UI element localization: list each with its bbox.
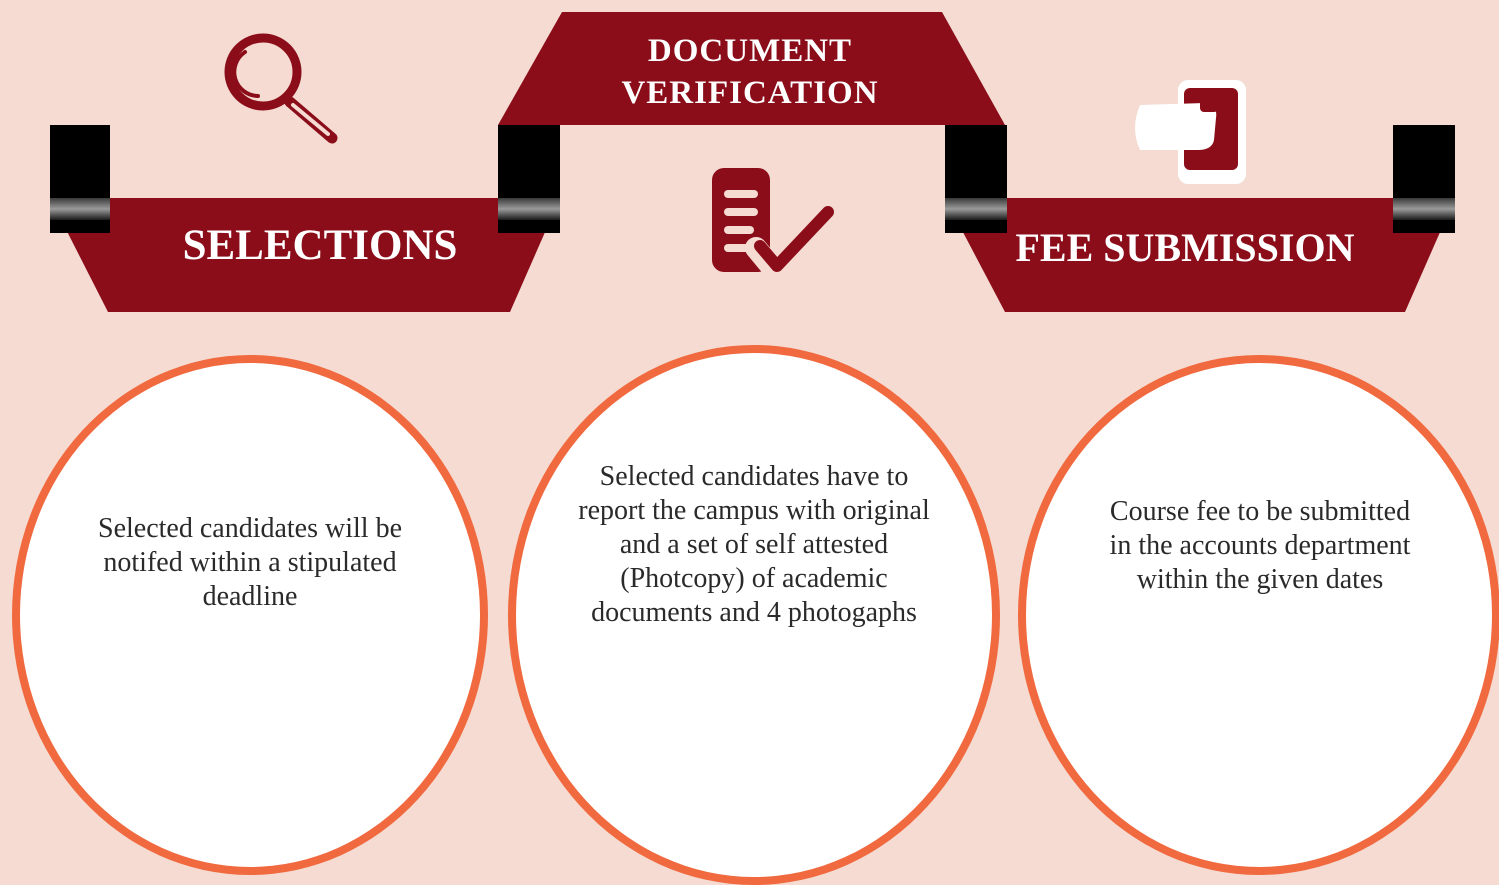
document-verification-banner (498, 12, 1005, 125)
fee-submission-banner (945, 198, 1455, 312)
hand-card-icon (1135, 80, 1246, 184)
banner-tab (50, 125, 110, 233)
magnifier-icon (224, 33, 338, 144)
fee-submission-title: FEE SUBMISSION (1015, 225, 1355, 270)
selections-title: SELECTIONS (182, 222, 458, 269)
document-verification-title-line1: DOCUMENT (647, 33, 853, 69)
document-verification-title: DOCUMENT VERIFICATION (555, 30, 945, 114)
fee-submission-circle (1018, 355, 1499, 875)
document-verification-description: Selected candidates have to report the c… (578, 461, 930, 628)
banner-tab (1393, 125, 1455, 233)
diagram-graphics (50, 12, 1455, 312)
selections-banner (50, 198, 560, 312)
banner-tab (945, 125, 1007, 233)
admission-process-diagram: SELECTIONS DOCUMENT VERIFICATION FEE SUB… (12, 12, 1499, 885)
document-verification-circle (508, 345, 1000, 885)
selections-description: Selected candidates will be notifed with… (98, 513, 402, 612)
document-check-icon (712, 168, 843, 283)
banner-tab (498, 125, 560, 233)
selections-circle (12, 355, 488, 875)
fee-submission-description: Course fee to be submitted in the accoun… (1109, 496, 1411, 595)
document-verification-title-line2: VERIFICATION (621, 75, 879, 111)
